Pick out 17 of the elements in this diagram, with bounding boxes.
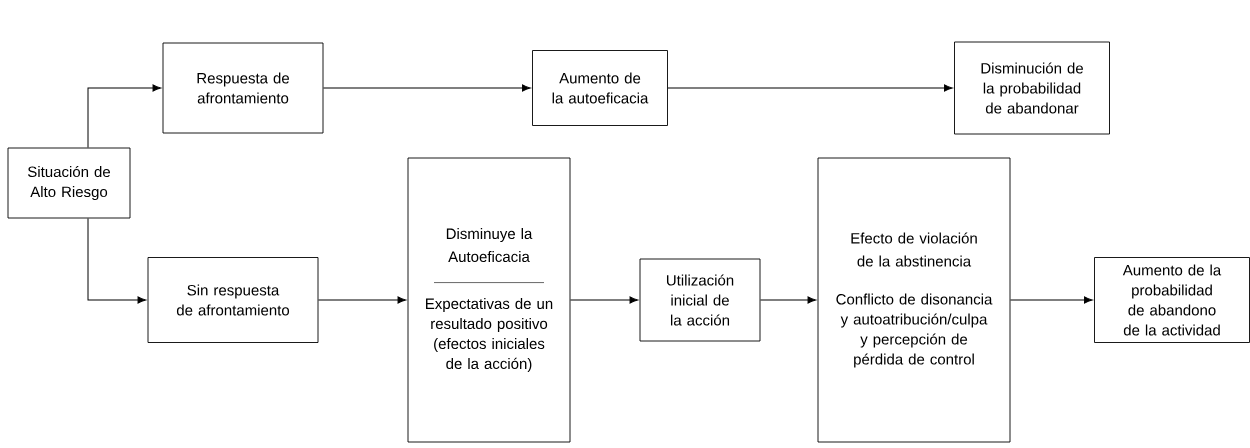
arrow [759, 296, 817, 304]
process-box: Disminuye la Autoeficacia Expectativas de un resultado positivo (efectos iniciales de la acción) [407, 157, 571, 443]
process-box: Aumento de la probabilidad de abandono de la actividad [1094, 257, 1250, 343]
process-box: Aumento de la autoeficacia [532, 50, 668, 126]
arrow [87, 84, 162, 149]
process-box: Efecto de violación de la abstinencia Conflicto de disonancia y autoatribución/culpa y percepción de pérdida de control [817, 157, 1011, 443]
arrow [87, 217, 147, 304]
arrow [1009, 296, 1093, 304]
process-box: Disminución de la probabilidad de abandonar [954, 41, 1110, 135]
arrow [322, 84, 531, 92]
arrow [569, 296, 639, 304]
process-box: Sin respuesta de afrontamiento [147, 257, 319, 343]
arrow [667, 84, 953, 92]
process-box: Situación de Alto Riesgo [7, 147, 131, 219]
process-box: Utilización inicial de la acción [639, 258, 761, 342]
arrow [317, 296, 407, 304]
process-box: Respuesta de afrontamiento [162, 42, 324, 134]
